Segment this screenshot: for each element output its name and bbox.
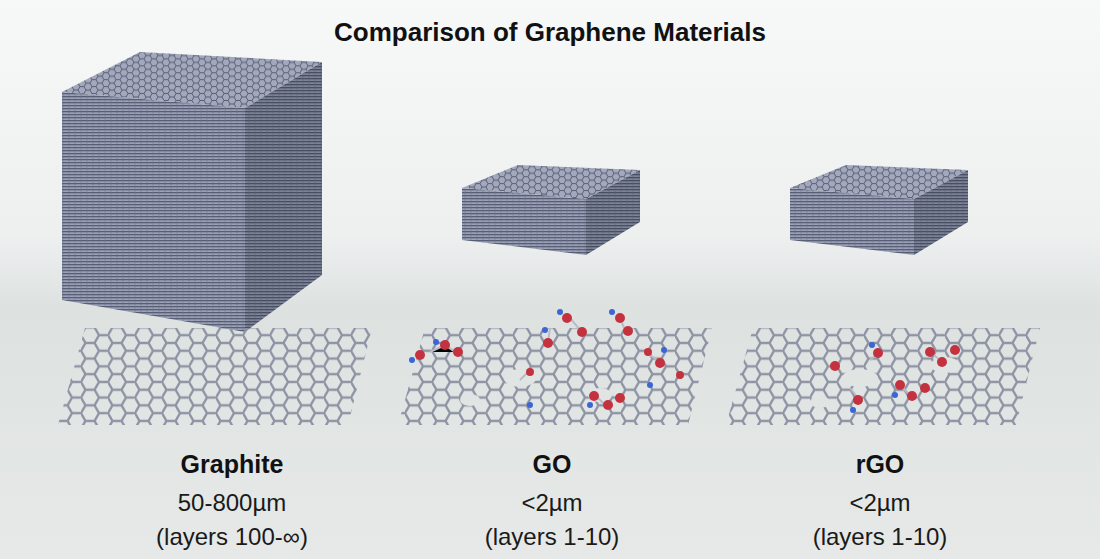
flake-size: 50-800µm	[178, 489, 287, 517]
layer-count: (layers 100-∞)	[156, 523, 308, 551]
material-name: GO	[533, 450, 572, 479]
flake-size: <2µm	[849, 489, 910, 517]
flake-size: <2µm	[521, 489, 582, 517]
material-name: rGO	[856, 450, 905, 479]
layer-count: (layers 1-10)	[485, 523, 620, 551]
material-name: Graphite	[181, 450, 284, 479]
layer-count: (layers 1-10)	[813, 523, 948, 551]
diagram-title: Comparison of Graphene Materials	[334, 18, 766, 48]
